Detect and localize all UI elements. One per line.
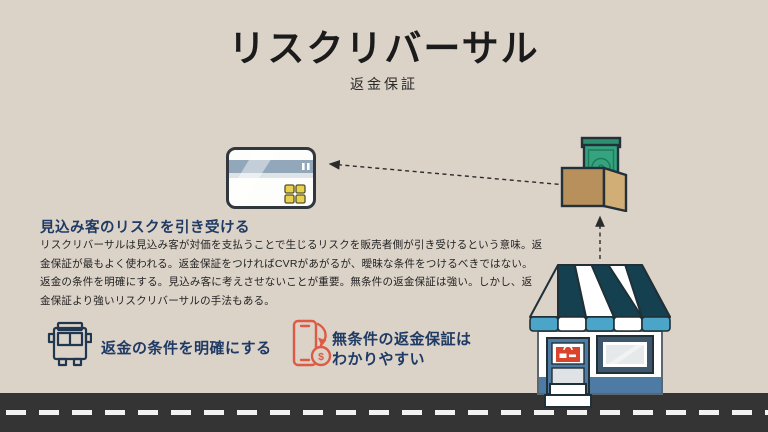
credit-card-illustration	[226, 147, 316, 209]
cardboard-box	[560, 166, 628, 212]
callout-clear-terms-label: 返金の条件を明確にする	[101, 340, 272, 357]
card-stripe	[227, 160, 315, 173]
section-heading: 見込み客のリスクを引き受ける	[40, 220, 250, 236]
body-line: 返金の条件を明確にする。見込み客に考えさせないことが重要。無条件の返金保証は強い…	[40, 276, 533, 288]
cashback-phone-icon: $	[288, 318, 334, 370]
arrow-head	[318, 337, 327, 345]
road-graphic	[0, 393, 768, 432]
body-line: 金保証が最もよく使われる。返金保証をつければCVRがあがるが、曖昧な条件をつける…	[40, 257, 533, 270]
money-box-illustration: $	[556, 132, 628, 212]
awning-valance	[529, 316, 671, 332]
body-line: 金保証より強いリスクリバーサルの手法もある。	[40, 294, 275, 307]
open-sign	[556, 345, 580, 362]
storefront-illustration	[524, 258, 674, 410]
page-subtitle: 返金保証	[350, 76, 418, 92]
coin-dollar-mark: $	[318, 351, 324, 363]
store-steps	[544, 383, 592, 408]
dashed-arrow-box-to-card	[328, 159, 567, 186]
card-chip	[284, 184, 306, 204]
section-body: リスクリバーサルは見込み客が対価を支払うことで生じるリスクを販売者側が引き受ける…	[40, 236, 543, 310]
bus-icon	[46, 320, 92, 368]
store-window	[596, 335, 654, 374]
callout-unconditional-label: 無条件の返金保証は わかりやすい	[332, 331, 472, 368]
road-center-line	[6, 410, 768, 415]
body-line: リスクリバーサルは見込み客が対価を支払うことで生じるリスクを販売者側が引き受ける…	[40, 239, 543, 251]
page-title: リスクリバーサル	[228, 28, 540, 69]
store-awning	[529, 264, 671, 332]
